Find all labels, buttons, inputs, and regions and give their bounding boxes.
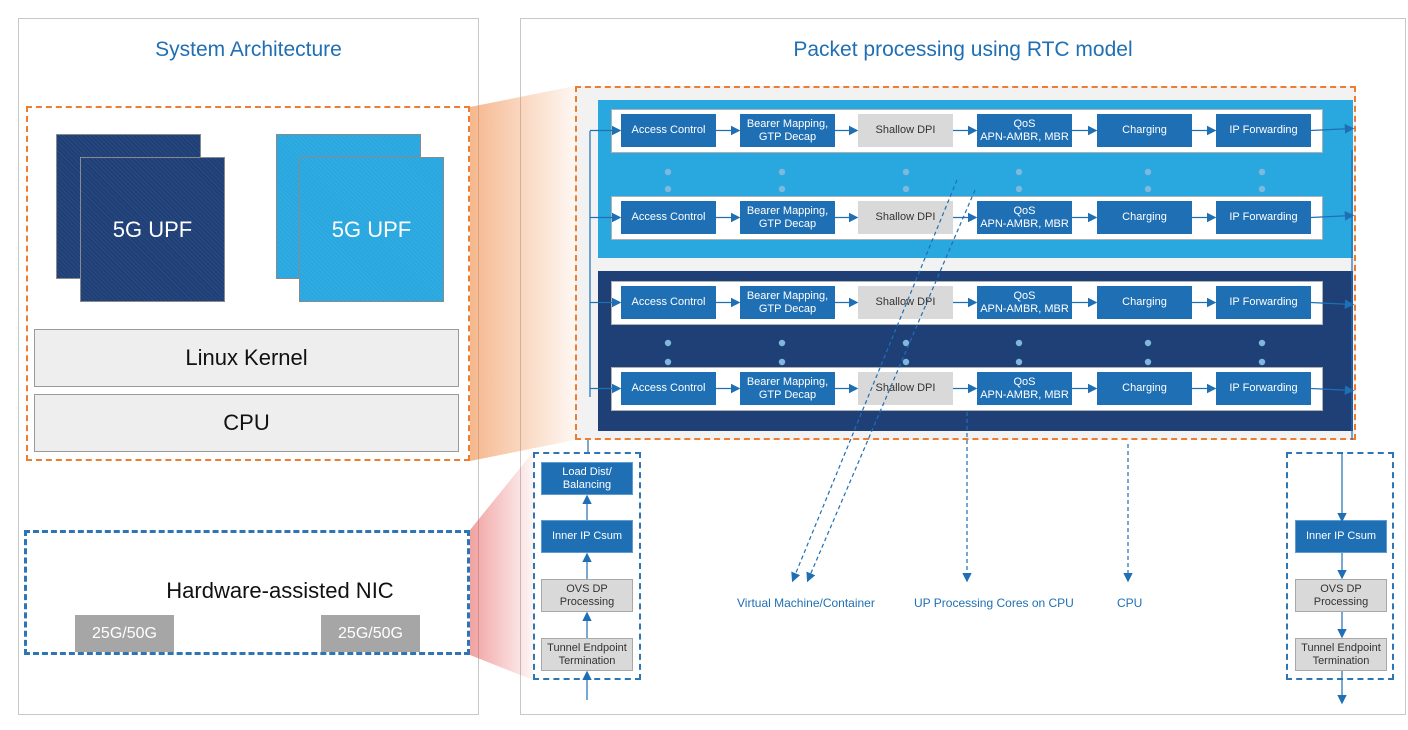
pipeline-stage-qos: QoS APN-AMBR, MBR xyxy=(977,286,1072,319)
caption-vm-container: Virtual Machine/Container xyxy=(737,596,875,610)
continuation-dot xyxy=(664,358,672,366)
pipeline-stage-charging: Charging xyxy=(1097,114,1192,147)
pipeline-stage-shallow-dpi: Shallow DPI xyxy=(858,372,953,405)
continuation-dot xyxy=(1144,358,1152,366)
load-balancing-box: Load Dist/ Balancing xyxy=(541,462,633,495)
vm-pointer-1 xyxy=(791,179,958,583)
orange-zoom-connector xyxy=(470,86,575,461)
continuation-dot xyxy=(1258,168,1266,176)
continuation-dot xyxy=(1258,358,1266,366)
vm-pointer-2 xyxy=(806,189,976,583)
pipeline-stage-ip-forwarding: IP Forwarding xyxy=(1216,372,1311,405)
packet-processing-title: Packet processing using RTC model xyxy=(793,38,1133,61)
continuation-dot xyxy=(902,168,910,176)
pipeline-stage-qos: QoS APN-AMBR, MBR xyxy=(977,114,1072,147)
pipeline-stage-shallow-dpi: Shallow DPI xyxy=(858,114,953,147)
continuation-dot xyxy=(778,358,786,366)
pipeline-stage-bearer-mapping: Bearer Mapping, GTP Decap xyxy=(740,201,835,234)
tunnel-endpoint-box-egress: Tunnel Endpoint Termination xyxy=(1295,638,1387,671)
egress-offload-outline xyxy=(1286,452,1394,680)
continuation-dot xyxy=(778,185,786,193)
pipeline-stage-access-control: Access Control xyxy=(621,201,716,234)
pipeline-stage-access-control: Access Control xyxy=(621,114,716,147)
continuation-dot xyxy=(902,358,910,366)
pipeline-stage-ip-forwarding: IP Forwarding xyxy=(1216,201,1311,234)
pipeline-stage-charging: Charging xyxy=(1097,372,1192,405)
nic-outline xyxy=(24,530,470,655)
system-architecture-title: System Architecture xyxy=(155,38,342,61)
upf-card-light: 5G UPF xyxy=(299,157,444,302)
continuation-dot xyxy=(1258,339,1266,347)
nic-port-1: 25G/50G xyxy=(75,615,174,652)
cpu-bar: CPU xyxy=(34,394,459,452)
continuation-dot xyxy=(1144,339,1152,347)
linux-kernel-bar: Linux Kernel xyxy=(34,329,459,387)
compute-region-outline xyxy=(26,106,470,461)
pipeline-stage-ip-forwarding: IP Forwarding xyxy=(1216,286,1311,319)
nic-port-2: 25G/50G xyxy=(321,615,420,652)
nic-label: Hardware-assisted NIC xyxy=(166,578,394,603)
continuation-dot xyxy=(778,339,786,347)
pipeline-stage-qos: QoS APN-AMBR, MBR xyxy=(977,201,1072,234)
pipeline-stage-shallow-dpi: Shallow DPI xyxy=(858,286,953,319)
lane-exit-arrow xyxy=(1310,211,1355,221)
pipeline-stage-shallow-dpi: Shallow DPI xyxy=(858,201,953,234)
tunnel-endpoint-box-ingress: Tunnel Endpoint Termination xyxy=(541,638,633,671)
continuation-dot xyxy=(778,168,786,176)
inner-ip-csum-box-ingress: Inner IP Csum xyxy=(541,520,633,553)
continuation-dot xyxy=(1015,168,1023,176)
upf-label-dark: 5G UPF xyxy=(112,216,193,242)
caption-cpu: CPU xyxy=(1117,596,1143,610)
continuation-dot xyxy=(1015,339,1023,347)
continuation-dot xyxy=(664,339,672,347)
pipeline-stage-bearer-mapping: Bearer Mapping, GTP Decap xyxy=(740,372,835,405)
pipeline-stage-qos: QoS APN-AMBR, MBR xyxy=(977,372,1072,405)
lane-exit-arrow xyxy=(1310,124,1355,134)
pipeline-stage-bearer-mapping: Bearer Mapping, GTP Decap xyxy=(740,114,835,147)
continuation-dot xyxy=(1144,168,1152,176)
upf-label-light: 5G UPF xyxy=(331,216,412,242)
continuation-dot xyxy=(902,339,910,347)
red-zoom-connector xyxy=(470,452,533,680)
continuation-dot xyxy=(1258,185,1266,193)
continuation-dot xyxy=(1015,185,1023,193)
pipeline-stage-ip-forwarding: IP Forwarding xyxy=(1216,114,1311,147)
ovs-dp-box-egress: OVS DP Processing xyxy=(1295,579,1387,612)
ovs-dp-box-ingress: OVS DP Processing xyxy=(541,579,633,612)
continuation-dot xyxy=(1015,358,1023,366)
continuation-dot xyxy=(1144,185,1152,193)
continuation-dot xyxy=(902,185,910,193)
pipeline-stage-bearer-mapping: Bearer Mapping, GTP Decap xyxy=(740,286,835,319)
continuation-dot xyxy=(664,168,672,176)
upf-card-dark: 5G UPF xyxy=(80,157,225,302)
caption-up-cores: UP Processing Cores on CPU xyxy=(914,596,1074,610)
lane-exit-arrow xyxy=(1310,299,1355,309)
pipeline-stage-charging: Charging xyxy=(1097,286,1192,319)
continuation-dot xyxy=(664,185,672,193)
pipeline-stage-access-control: Access Control xyxy=(621,372,716,405)
pipeline-stage-access-control: Access Control xyxy=(621,286,716,319)
lane-exit-arrow xyxy=(1310,385,1355,395)
pipeline-stage-charging: Charging xyxy=(1097,201,1192,234)
